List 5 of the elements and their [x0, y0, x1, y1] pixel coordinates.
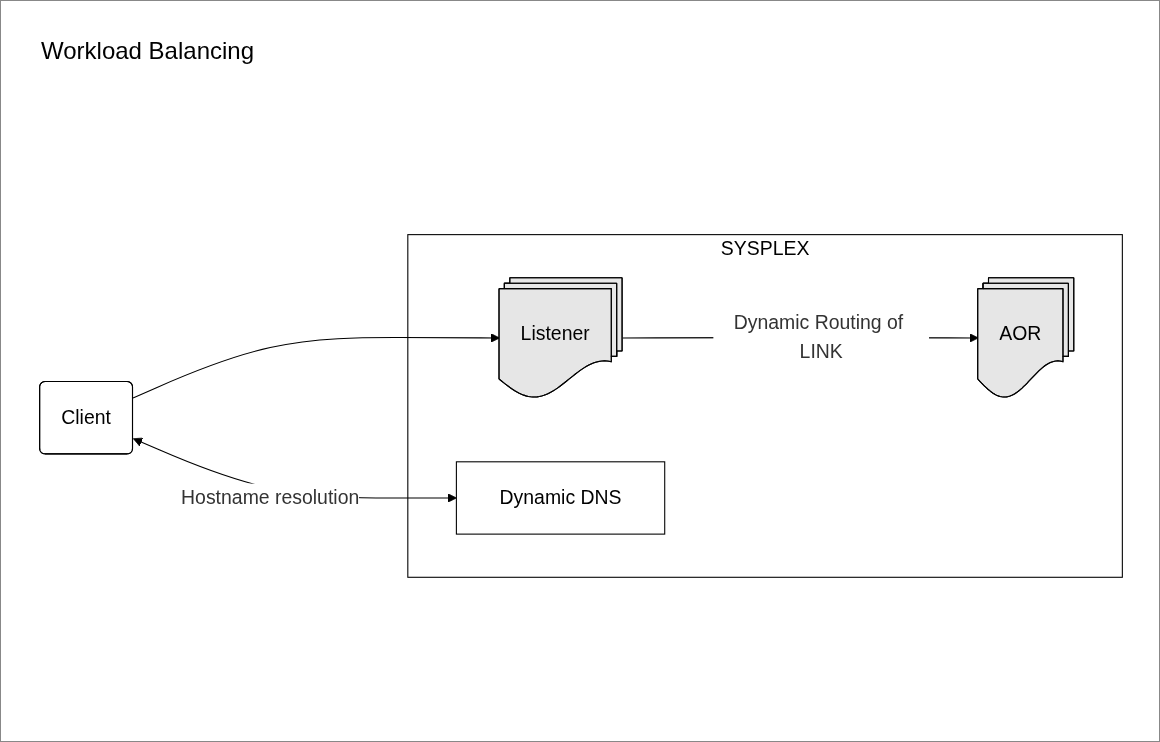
edge-label: Hostname resolution [181, 486, 360, 509]
arrow [132, 333, 500, 399]
edge-label: Dynamic Routing of LINK [733, 311, 904, 363]
diagram-title: Workload Balancing [41, 37, 254, 65]
node-box: Dynamic DNS [455, 461, 666, 535]
